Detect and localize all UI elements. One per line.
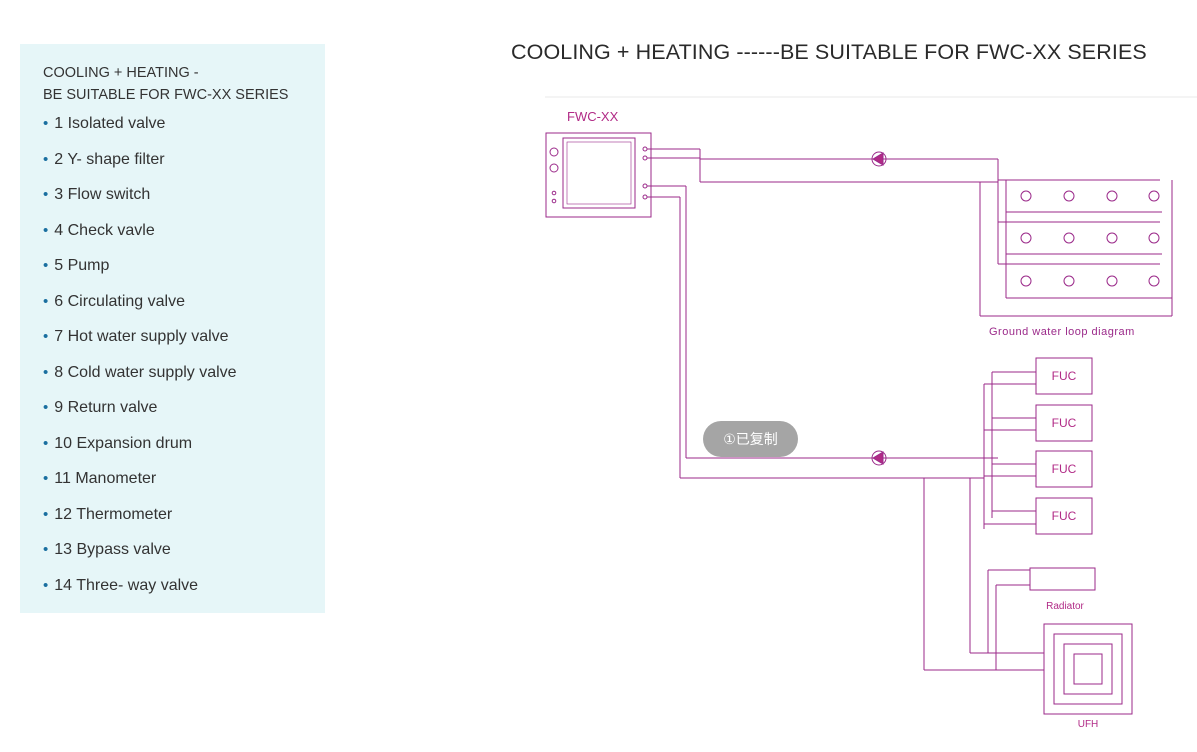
legend-item: • 13 Bypass valve: [43, 536, 325, 572]
radiator-label: Radiator: [1046, 601, 1084, 612]
legend-item-label: 7 Hot water supply valve: [54, 328, 229, 345]
legend-item-label: 4 Check vavle: [54, 221, 155, 239]
legend-item: • 4 Check vavle: [43, 217, 325, 253]
bullet-icon: •: [43, 292, 49, 310]
legend-item: • 11 Manometer: [43, 465, 325, 501]
bullet-icon: •: [43, 363, 49, 381]
legend-heading-line1: COOLING + HEATING -: [43, 65, 199, 81]
unit-label: FWC-XX: [567, 109, 619, 124]
bullet-icon: •: [43, 150, 49, 168]
legend-item: • 2 Y- shape filter: [43, 146, 325, 182]
legend-item: • 12 Thermometer: [43, 501, 325, 537]
legend-item: • 14 Three- way valve: [43, 572, 325, 608]
system-diagram: FWC-XX Ground water loop diagram FUC FUC…: [545, 96, 1197, 730]
legend-item-label: 8 Cold water supply valve: [54, 363, 237, 381]
bullet-icon: •: [43, 576, 49, 594]
legend-item: • 9 Return valve: [43, 394, 325, 430]
ground-loop-label: Ground water loop diagram: [989, 326, 1135, 338]
legend-item-label: 3 Flow switch: [54, 186, 151, 203]
ufh-label: UFH: [1078, 719, 1099, 730]
legend-item-label: 10 Expansion drum: [54, 434, 193, 452]
legend-item: • 7 Hot water supply valve: [43, 323, 325, 359]
legend-item-label: 14 Three- way valve: [54, 576, 199, 594]
legend-panel: COOLING + HEATING - BE SUITABLE FOR FWC-…: [20, 44, 325, 613]
pump-icon: [871, 151, 887, 466]
legend-item: • 1 Isolated valve: [43, 110, 325, 146]
legend-item-label: 12 Thermometer: [54, 505, 173, 523]
legend-item: • 5 Pump: [43, 252, 325, 288]
bullet-icon: •: [43, 541, 49, 558]
bullet-icon: •: [43, 434, 49, 452]
bullet-icon: •: [43, 257, 49, 274]
pipe-network: [545, 96, 1197, 671]
legend-item: • 6 Circulating valve: [43, 288, 325, 324]
ground-loop-coils: [1020, 190, 1160, 287]
bullet-icon: •: [43, 186, 49, 203]
ufh-icon: [1043, 623, 1133, 715]
bullet-icon: •: [43, 399, 49, 416]
bullet-icon: •: [43, 221, 49, 239]
fuc-label: FUC: [1052, 509, 1077, 523]
fuc-label: FUC: [1052, 369, 1077, 383]
fuc-units: [1035, 357, 1093, 535]
bullet-icon: •: [43, 328, 49, 345]
legend-item-label: 9 Return valve: [54, 399, 158, 416]
legend-item: • 10 Expansion drum: [43, 430, 325, 466]
radiator-icon: [1029, 567, 1096, 591]
legend-item: • 3 Flow switch: [43, 181, 325, 217]
legend-heading: COOLING + HEATING - BE SUITABLE FOR FWC-…: [43, 62, 325, 106]
legend-heading-line2: BE SUITABLE FOR FWC-XX SERIES: [43, 87, 289, 103]
bullet-icon: •: [43, 470, 49, 487]
bullet-icon: •: [43, 505, 49, 523]
fuc-label: FUC: [1052, 416, 1077, 430]
copied-toast: ①已复制: [703, 421, 798, 457]
legend-item-label: 1 Isolated valve: [54, 115, 166, 132]
page-title: COOLING + HEATING ------BE SUITABLE FOR …: [511, 40, 1147, 64]
fuc-label: FUC: [1052, 462, 1077, 476]
bullet-icon: •: [43, 115, 49, 132]
legend-item-label: 2 Y- shape filter: [54, 150, 165, 168]
legend-list: • 1 Isolated valve • 2 Y- shape filter • 3 …: [43, 110, 325, 607]
legend-item-label: 13 Bypass valve: [54, 541, 171, 558]
legend-item-label: 11 Manometer: [54, 470, 157, 487]
fwc-unit-box: [545, 132, 652, 218]
legend-item: • 8 Cold water supply valve: [43, 359, 325, 395]
legend-item-label: 5 Pump: [54, 257, 110, 274]
legend-item-label: 6 Circulating valve: [54, 292, 185, 310]
